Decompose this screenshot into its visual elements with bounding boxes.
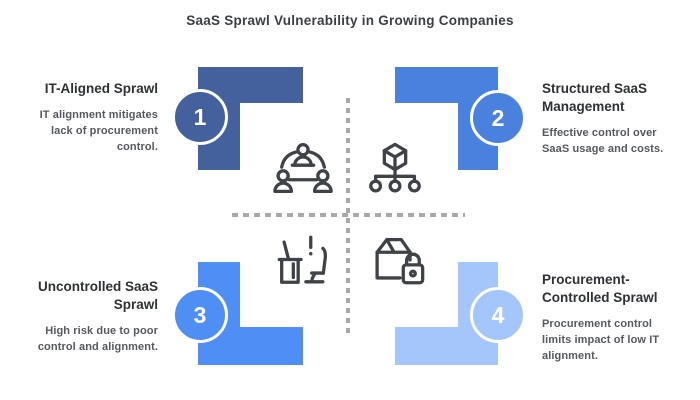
quadrant4-title: Procurement-Controlled Sprawl — [542, 272, 658, 305]
step-2-number: 2 — [491, 104, 505, 131]
vacant-desk-icon — [272, 229, 334, 291]
quadrant4-text-block: Procurement-Controlled Sprawl Procuremen… — [542, 271, 672, 364]
quadrant2-text-block: Structured SaaS Management Effective con… — [542, 80, 664, 157]
step-3-badge: 3 — [172, 287, 228, 343]
quadrant1-description: IT alignment mitigates lack of procureme… — [39, 108, 158, 154]
quadrant4-description: Procurement control limits impact of low… — [542, 317, 660, 363]
page-title: SaaS Sprawl Vulnerability in Growing Com… — [186, 13, 514, 28]
horizontal-dashed-axis — [232, 213, 465, 217]
quadrant2-title: Structured SaaS Management — [542, 81, 648, 114]
step-4-number: 4 — [491, 301, 505, 328]
org-structure-icon — [364, 140, 426, 202]
quadrant3-title: Uncontrolled SaaS Sprawl — [37, 279, 158, 312]
quadrant1-title: IT-Aligned Sprawl — [44, 81, 158, 96]
quadrant3-text-block: Uncontrolled SaaS Sprawl High risk due t… — [18, 278, 158, 355]
team-meeting-icon — [272, 140, 334, 202]
quadrant3-description: High risk due to poor control and alignm… — [37, 324, 158, 353]
step-4-badge: 4 — [470, 287, 526, 343]
step-2-badge: 2 — [470, 90, 526, 146]
step-1-number: 1 — [193, 103, 207, 130]
step-1-badge: 1 — [172, 89, 228, 145]
vertical-dashed-axis — [346, 98, 350, 336]
quadrant1-text-block: IT-Aligned Sprawl IT alignment mitigates… — [18, 80, 158, 156]
step-3-number: 3 — [193, 301, 207, 328]
quadrant2-description: Effective control over SaaS usage and co… — [542, 126, 664, 155]
secured-package-icon — [365, 229, 427, 291]
